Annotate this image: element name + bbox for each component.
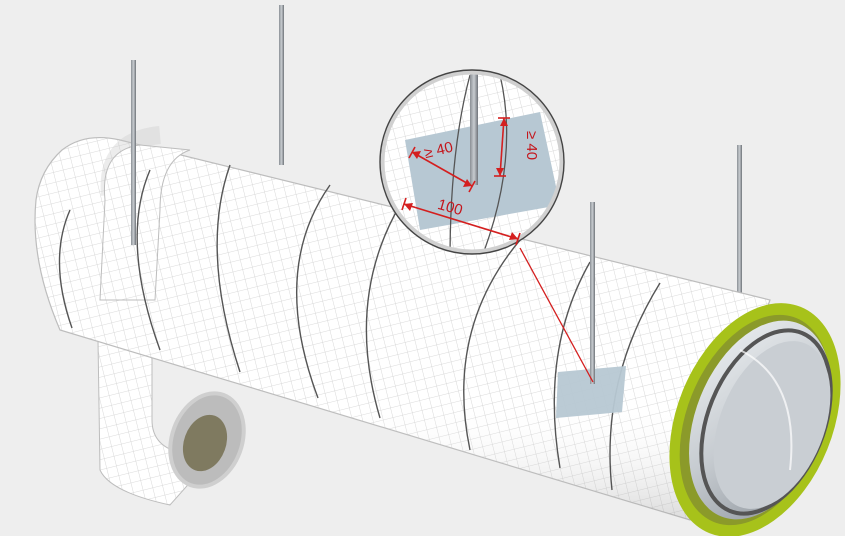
dimension-width: 100 <box>436 196 465 219</box>
label-patch <box>556 366 626 418</box>
branch-collar <box>99 144 191 301</box>
threaded-rod-icon <box>131 60 136 245</box>
dimension-overlap-horizontal: ≥ 40 <box>422 139 454 163</box>
callout-leader <box>519 247 594 383</box>
detail-magnifier: ≥ 40 ≥ 40 100 <box>379 69 565 255</box>
duct-outlet <box>669 303 841 536</box>
threaded-rod-icon <box>279 5 284 165</box>
pipe-elbow-icon <box>97 339 246 506</box>
threaded-rod-icon <box>470 73 478 185</box>
hanger-rods <box>279 5 742 307</box>
threaded-rod-icon <box>737 145 742 307</box>
dimension-overlap-vertical: ≥ 40 <box>523 131 540 160</box>
threaded-rod-icon <box>590 202 595 384</box>
